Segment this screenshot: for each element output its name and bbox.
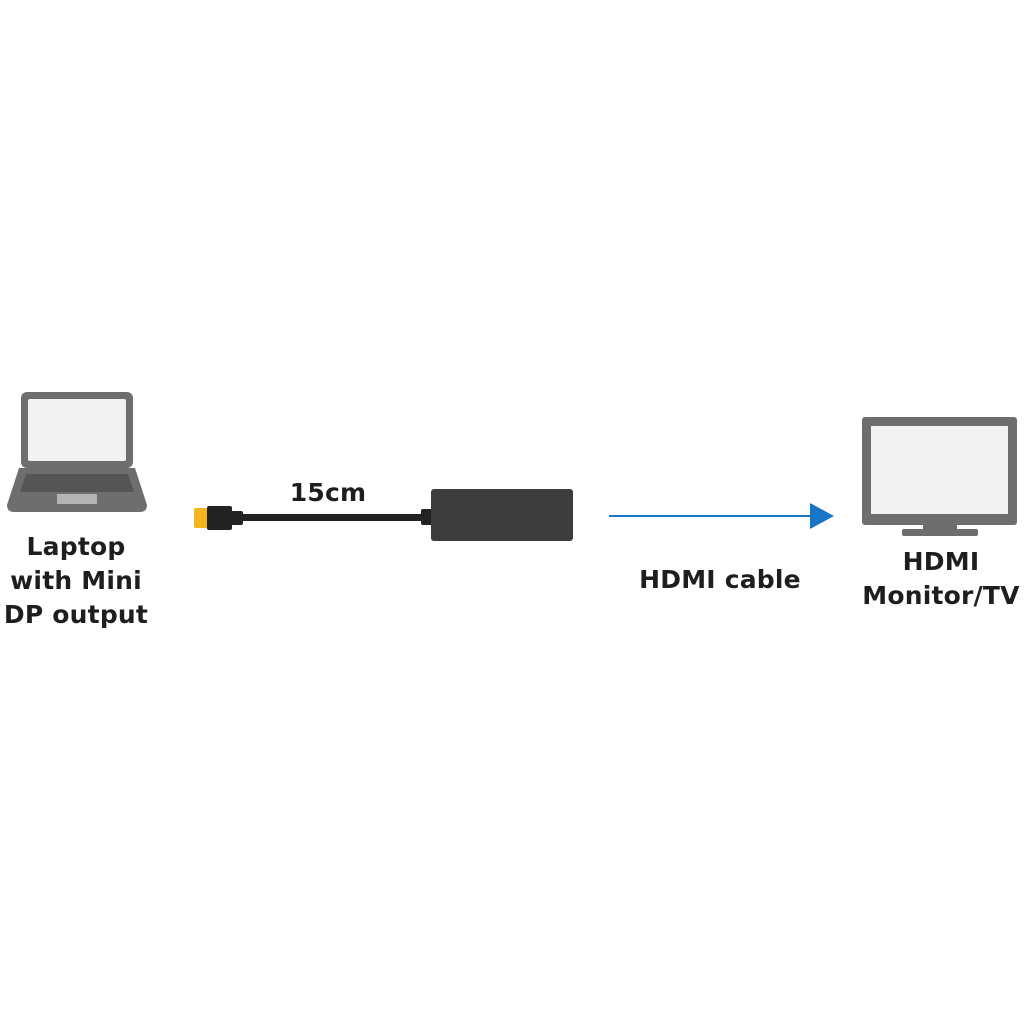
adapter-strain-relief [421,509,433,525]
monitor-label: HDMI Monitor/TV [852,545,1024,613]
hdmi-cable-arrow-head [810,503,834,529]
monitor-label-line-1: HDMI [902,547,980,576]
cable-length-label: 15cm [289,478,367,507]
monitor-stand-base [902,529,978,536]
monitor-stand-neck [923,524,957,530]
mini-dp-connector-strain-relief [231,511,243,525]
right-arrow-icon [609,503,834,529]
adapter-cable [242,514,424,521]
monitor-icon [862,417,1017,536]
laptop-label-line-3: DP output [3,600,149,629]
mini-dp-connector-tip [194,508,208,528]
hdmi-cable-label: HDMI cable [639,565,801,594]
laptop-keyboard [20,474,134,492]
laptop-label: Laptop with Mini DP output [0,530,152,632]
mini-dp-connector-housing [207,506,232,530]
adapter-body [431,489,573,541]
monitor-label-line-2: Monitor/TV [862,581,1020,610]
laptop-label-line-1: Laptop [26,532,126,561]
laptop-trackpad [57,494,97,504]
laptop-label-line-2: with Mini [10,566,142,595]
laptop-icon [7,392,147,512]
mini-dp-to-hdmi-adapter-icon [194,489,573,541]
monitor-screen [871,426,1008,514]
laptop-screen [28,399,126,461]
